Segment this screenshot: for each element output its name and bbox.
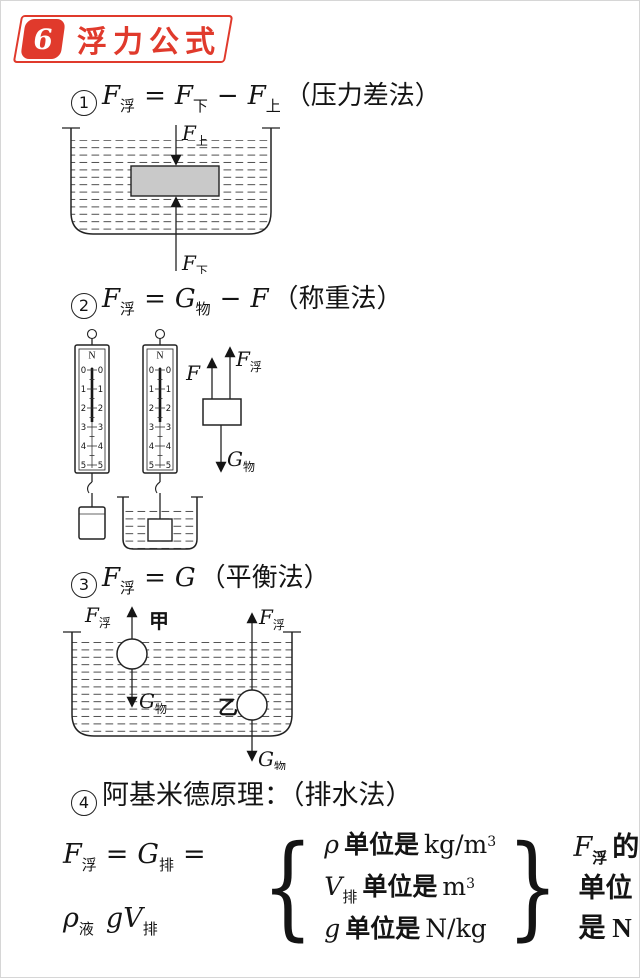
lhs-line-1: F浮=G排= bbox=[63, 839, 206, 874]
label-f-xia: F下 bbox=[181, 251, 208, 274]
section-number-badge: 6 bbox=[20, 19, 66, 59]
unit-conclusion: F浮的 单位 是 N bbox=[573, 827, 640, 948]
water-hatching bbox=[72, 642, 292, 736]
circled-number-4: 4 bbox=[71, 790, 97, 816]
floating-ball-jia bbox=[116, 638, 148, 670]
minus-sign: − bbox=[219, 284, 242, 314]
term-g: G bbox=[174, 563, 196, 593]
circled-number-1: 1 bbox=[71, 90, 97, 116]
circled-number-3: 3 bbox=[71, 572, 97, 598]
method-label-3: （平衡法） bbox=[199, 563, 330, 592]
term-f-fu: F浮 bbox=[102, 81, 136, 115]
minus-sign: − bbox=[216, 81, 239, 111]
label-f-shang: F上 bbox=[181, 122, 208, 148]
term-f-xia: F下 bbox=[174, 81, 208, 115]
term-f-fu: F浮 bbox=[102, 284, 136, 318]
open-brace: { bbox=[261, 822, 314, 952]
label-f: F bbox=[185, 361, 201, 385]
tank bbox=[62, 127, 280, 235]
hanging-weight-in-air bbox=[78, 493, 106, 540]
method-label-1: （压力差法） bbox=[284, 81, 441, 110]
archimedes-title: 阿基米德原理：（排水法） bbox=[102, 780, 413, 810]
label-g-wu-jia: G物 bbox=[139, 689, 167, 716]
close-brace: } bbox=[507, 822, 559, 952]
term-f: F bbox=[250, 284, 269, 314]
submerged-weight bbox=[147, 518, 173, 542]
conclusion-line-1: F浮的 bbox=[573, 831, 640, 867]
label-g-wu: G物 bbox=[227, 447, 255, 474]
label-yi: 乙 bbox=[218, 697, 238, 719]
free-body-diagram: F F浮 G物 bbox=[185, 346, 262, 474]
term-f-fu: F浮 bbox=[102, 563, 136, 597]
equals-sign: = bbox=[144, 81, 166, 111]
section-header-banner: 6 浮力公式 bbox=[12, 15, 234, 63]
submerged-ball-yi bbox=[236, 689, 268, 721]
equals-sign: = bbox=[144, 563, 166, 593]
conclusion-line-2: 单位 bbox=[578, 872, 633, 903]
method-label-2: （称重法） bbox=[272, 284, 403, 313]
term-g-wu: G物 bbox=[174, 284, 211, 318]
page-title: 浮力公式 bbox=[77, 26, 221, 59]
label-f-fu-yi: F浮 bbox=[258, 605, 285, 632]
diagram-pressure-difference: F上 F下 bbox=[62, 122, 280, 274]
conclusion-line-3: 是 N bbox=[578, 912, 632, 943]
equals-sign: = bbox=[144, 284, 166, 314]
beaker bbox=[117, 496, 203, 550]
term-f-shang: F上 bbox=[247, 81, 281, 115]
circled-number-2: 2 bbox=[71, 293, 97, 319]
label-f-fu: F浮 bbox=[235, 347, 262, 374]
label-jia: 甲 bbox=[149, 611, 169, 633]
diagram-equilibrium-method: F浮 甲 F浮 G物 乙 G物 bbox=[63, 603, 301, 770]
submerged-block bbox=[130, 165, 220, 197]
label-g-wu-yi: G物 bbox=[258, 747, 286, 770]
tank bbox=[63, 631, 301, 737]
label-f-fu-jia: F浮 bbox=[84, 603, 111, 630]
spring-scale-right bbox=[142, 328, 178, 494]
spring-scale-left bbox=[74, 328, 110, 494]
diagram-weighing-method: N 0 1 2 3 bbox=[74, 328, 262, 550]
